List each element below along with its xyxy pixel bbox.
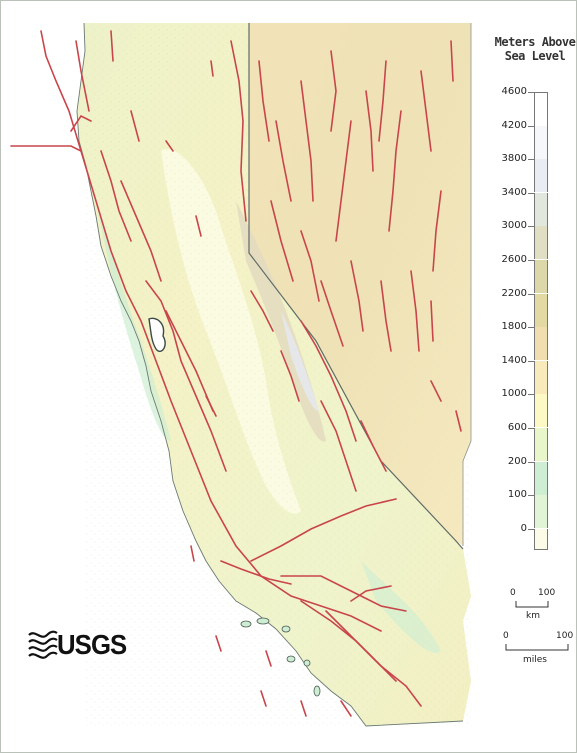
legend-label: 1000: [501, 388, 527, 400]
legend-tick: [528, 360, 534, 362]
legend-label: 100: [507, 489, 527, 501]
legend-tick: [528, 192, 534, 194]
legend-label: 3000: [501, 220, 527, 232]
legend-swatch: [534, 260, 548, 293]
miles-scale-unit: miles: [523, 655, 547, 665]
legend-label: 0: [520, 522, 527, 534]
legend-swatch: [534, 428, 548, 461]
legend-tick: [528, 125, 534, 127]
legend-swatch: [534, 528, 548, 550]
legend-swatch: [534, 125, 548, 159]
legend-label: 4200: [501, 119, 527, 131]
legend-title-line1: Meters Above: [494, 35, 576, 49]
legend-title: Meters Above Sea Level: [489, 35, 577, 63]
legend-swatch: [534, 293, 548, 327]
legend-label: 200: [507, 455, 527, 467]
legend-label: 600: [507, 422, 527, 433]
nevada-east-edge: [462, 23, 472, 546]
miles-scale-zero: 0: [503, 631, 509, 641]
legend-tick: [528, 428, 534, 429]
legend-label: 2600: [501, 254, 527, 265]
usgs-logo: USGS: [57, 629, 127, 660]
legend-swatch: [534, 461, 548, 495]
km-scale-zero: 0: [510, 588, 516, 598]
legend-tick: [528, 394, 534, 396]
legend-label: 1400: [501, 354, 527, 366]
state-boundary: [248, 23, 464, 550]
legend-swatch: [534, 159, 548, 193]
legend-tick: [528, 92, 534, 93]
channel-islands: [240, 617, 321, 697]
legend-tick: [528, 293, 534, 295]
legend-swatch: [534, 327, 548, 361]
legend-tick: [528, 495, 534, 497]
legend-swatch: [534, 495, 548, 529]
legend-swatch: [534, 394, 548, 428]
legend-tick: [528, 528, 534, 530]
legend-tick: [528, 461, 534, 463]
sf-bay: [148, 317, 166, 353]
legend-label: 3400: [501, 186, 527, 198]
legend-swatch: [534, 192, 548, 226]
legend-swatch: [534, 92, 548, 126]
legend-label: 1800: [501, 321, 527, 333]
legend-tick: [528, 260, 534, 261]
legend-swatch: [534, 360, 548, 394]
legend-tick: [528, 159, 534, 161]
miles-scale-max: 100: [556, 631, 574, 641]
legend-label: 4600: [501, 86, 527, 97]
legend-label: 3800: [501, 153, 527, 165]
legend-label: 2200: [501, 287, 527, 299]
km-scale-unit: km: [526, 611, 540, 621]
legend-title-line2: Sea Level: [504, 49, 566, 63]
legend-tick: [528, 327, 534, 329]
legend-swatch: [534, 226, 548, 260]
usgs-logo-mark: [28, 630, 58, 659]
km-scale-max: 100: [538, 588, 556, 598]
scale-bars: [505, 601, 569, 651]
fault-lines: [10, 30, 462, 717]
legend-tick: [528, 226, 534, 228]
